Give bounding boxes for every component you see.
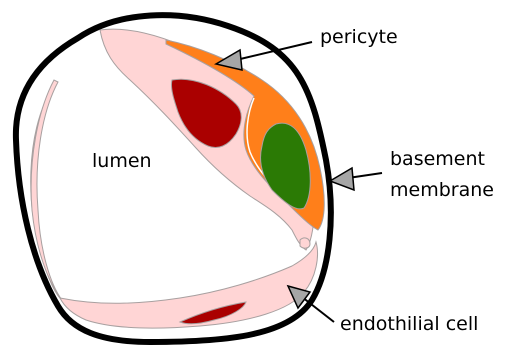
pericyte-label: pericyte: [320, 26, 398, 48]
lumen-label: lumen: [92, 150, 152, 172]
basement-membrane-arrow: [330, 168, 382, 190]
basement-membrane-label-line1: basement: [390, 148, 485, 170]
pericyte-tip: [300, 238, 310, 248]
basement-membrane-label-line2: membrane: [390, 179, 494, 201]
endothelial-cell-label: endothilial cell: [340, 313, 478, 335]
